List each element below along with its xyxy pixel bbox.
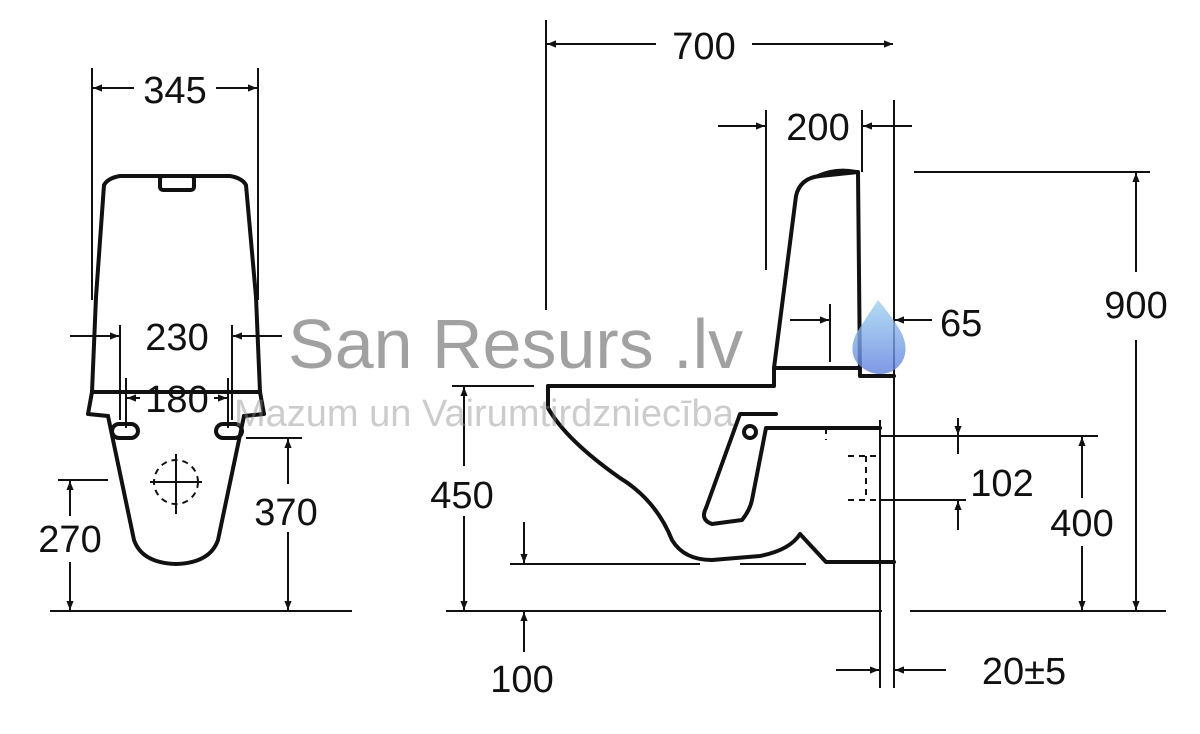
watermark: San Resurs .lv Mazum un Vairumtirdzniecī… (234, 300, 906, 435)
side-bowl-inner (704, 412, 778, 510)
side-flush-button (816, 168, 858, 178)
dim-180: 180 (145, 379, 208, 421)
watermark-brand: San Resurs .lv (288, 305, 743, 383)
front-bowl-outline (106, 414, 246, 566)
side-bolt-circle (742, 424, 758, 440)
side-view: 700 200 65 900 450 100 102 (430, 20, 1168, 701)
side-bowl-trap (702, 426, 882, 526)
dim-230: 230 (145, 317, 208, 359)
dim-100: 100 (490, 659, 553, 701)
front-tank-lower (90, 295, 262, 394)
dim-700: 700 (672, 26, 735, 68)
watermark-tagline: Mazum un Vairumtirdzniecība (234, 393, 735, 435)
side-outlet-dashed (825, 428, 880, 501)
dim-20-tolerance: 20±5 (982, 651, 1066, 693)
dim-370: 370 (254, 492, 317, 534)
dim-102: 102 (970, 463, 1033, 505)
side-seat (546, 366, 862, 388)
dim-450: 450 (430, 475, 493, 517)
dim-200: 200 (786, 107, 849, 149)
front-tank-outline (94, 174, 258, 299)
front-view: 345 230 180 270 370 (38, 68, 352, 612)
dim-400: 400 (1050, 503, 1113, 545)
water-drop-icon (852, 300, 906, 374)
dim-65: 65 (940, 303, 982, 345)
side-tank-outline (772, 170, 896, 378)
front-seat-ledge (86, 390, 266, 418)
dim-900: 900 (1104, 285, 1167, 327)
side-bowl-outer (546, 384, 896, 564)
flush-button-outline (158, 174, 196, 192)
dim-345: 345 (143, 70, 206, 112)
dim-270: 270 (38, 519, 101, 561)
